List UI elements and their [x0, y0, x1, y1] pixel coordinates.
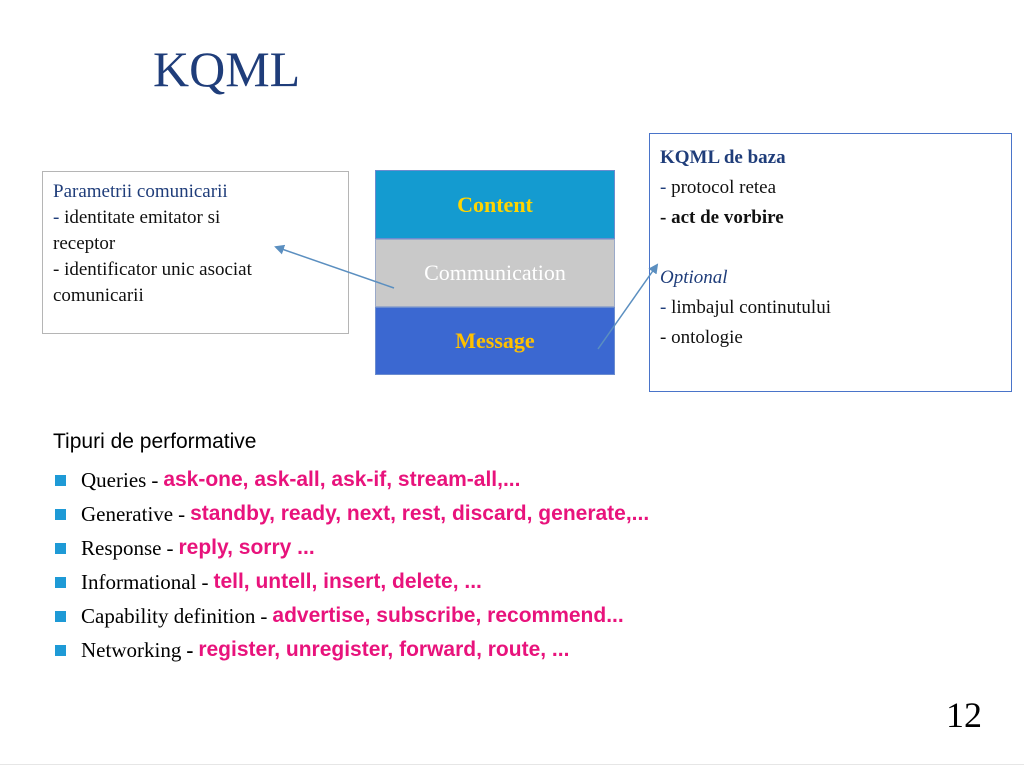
optional-dash: - [660, 297, 667, 318]
performatives-list: Queries - ask-one, ask-all, ask-if, stre… [55, 463, 649, 667]
performative-name: Informational [81, 569, 197, 594]
square-bullet-icon [55, 542, 66, 554]
performative-name: Response [81, 535, 162, 560]
performative-name: Capability definition [81, 603, 256, 628]
parameters-heading: Parametrii comunicarii [53, 181, 228, 202]
base-item-1: - protocol retea [660, 173, 1001, 203]
communication-parameters-box: Parametrii comunicarii - identitate emit… [42, 171, 349, 334]
base-item-1-text: protocol retea [666, 177, 777, 198]
square-bullet-icon [55, 644, 66, 656]
parameters-line-1-text: identitate emitator si [59, 207, 221, 228]
performative-separator: - [166, 535, 174, 560]
performative-separator: - [201, 569, 209, 594]
communication-layer: Communication [375, 239, 615, 307]
message-layer: Message [375, 307, 615, 375]
square-bullet-icon [55, 474, 66, 486]
base-heading: KQML de baza [660, 147, 786, 168]
page-number: 12 [946, 695, 982, 735]
optional-item-2: - ontologie [660, 327, 743, 348]
parameters-line-3: - identificator unic asociat [53, 259, 252, 280]
base-item-2: - act de vorbire [660, 207, 784, 228]
square-bullet-icon [55, 576, 66, 588]
footer-divider [0, 764, 1024, 765]
parameters-dash: - [53, 207, 60, 228]
base-dash-1: - [660, 177, 667, 198]
slide-title: KQML [153, 41, 301, 97]
list-item: Generative - standby, ready, next, rest,… [55, 497, 649, 531]
performative-name: Generative [81, 501, 174, 526]
performative-examples: standby, ready, next, rest, discard, gen… [190, 502, 650, 525]
optional-item-1-text: limbajul continutului [666, 297, 831, 318]
performative-separator: - [178, 501, 186, 526]
parameters-line-4: comunicarii [53, 285, 144, 306]
performative-separator: - [151, 467, 159, 492]
optional-heading: Optional [660, 267, 728, 288]
performatives-heading: Tipuri de performative [53, 430, 257, 453]
performative-examples: register, unregister, forward, route, ..… [198, 638, 570, 661]
parameters-line-1: - identitate emitator si [53, 205, 338, 231]
optional-item-1: - limbajul continutului [660, 293, 1001, 323]
kqml-base-box: KQML de baza - protocol retea - act de v… [649, 133, 1012, 392]
list-item: Queries - ask-one, ask-all, ask-if, stre… [55, 463, 649, 497]
parameters-line-2: receptor [53, 233, 116, 254]
performative-separator: - [186, 637, 194, 662]
spacer [660, 233, 1001, 263]
square-bullet-icon [55, 610, 66, 622]
list-item: Informational - tell, untell, insert, de… [55, 565, 649, 599]
performative-examples: advertise, subscribe, recommend... [272, 604, 624, 627]
kqml-layer-stack: Content Communication Message [375, 170, 615, 375]
performative-examples: tell, untell, insert, delete, ... [213, 570, 482, 593]
performative-examples: ask-one, ask-all, ask-if, stream-all,... [163, 468, 521, 491]
performative-separator: - [260, 603, 268, 628]
performative-name: Networking [81, 637, 182, 662]
performative-examples: reply, sorry ... [178, 536, 315, 559]
performative-name: Queries [81, 467, 147, 492]
list-item: Capability definition - advertise, subsc… [55, 599, 649, 633]
content-layer: Content [375, 170, 615, 239]
square-bullet-icon [55, 508, 66, 520]
list-item: Networking - register, unregister, forwa… [55, 633, 649, 667]
list-item: Response - reply, sorry ... [55, 531, 649, 565]
